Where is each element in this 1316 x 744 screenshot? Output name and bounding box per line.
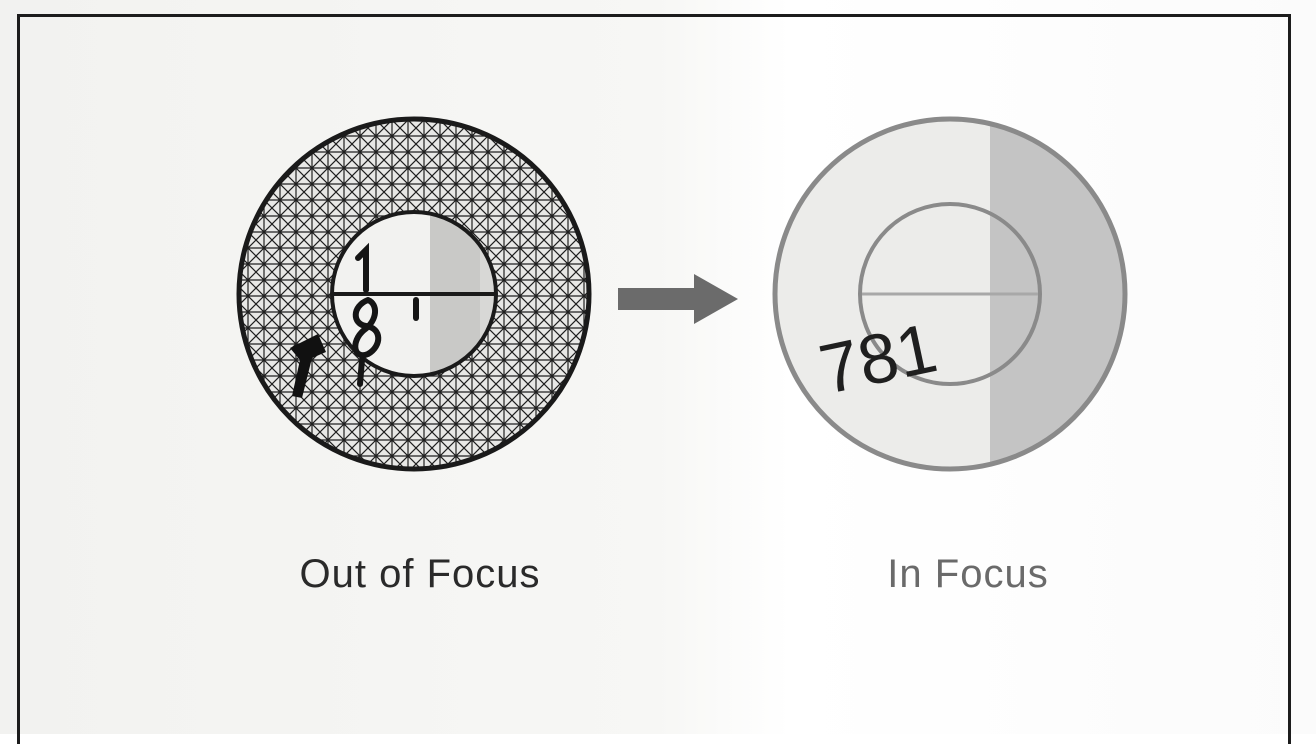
right-arrow — [618, 274, 738, 324]
out-of-focus-label: Out of Focus — [300, 552, 541, 597]
in-focus-viewfinder: 781 — [775, 119, 1130, 469]
in-focus-label: In Focus — [887, 552, 1048, 597]
out-of-focus-viewfinder — [239, 119, 589, 469]
